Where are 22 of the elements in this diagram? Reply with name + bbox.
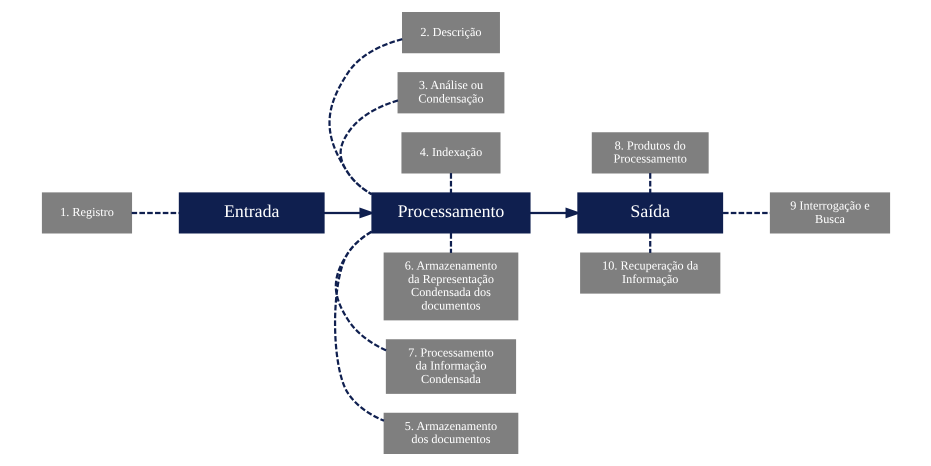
- node-box: 4. Indexação: [400, 132, 500, 174]
- node-box: 1. Registro: [41, 192, 132, 234]
- node-box: 6. Armazenamento da Representação Condensada dos documentos: [383, 252, 518, 320]
- node-box: 2. Descrição: [402, 12, 500, 54]
- connector: [334, 230, 386, 352]
- node-box: 5. Armazenamento dos documentos: [383, 412, 518, 454]
- node-box: 3. Análise ou Condensação: [397, 72, 504, 114]
- connector: [328, 38, 402, 196]
- node-box: Saída: [576, 192, 723, 234]
- connector: [722, 212, 770, 214]
- node-box: Processamento: [370, 192, 530, 234]
- connector: [131, 212, 179, 214]
- connector: [449, 173, 452, 193]
- node-box: 9 Interrogação e Busca: [769, 192, 890, 234]
- connector: [449, 233, 452, 253]
- node-box: 8. Produtos do Processamento: [591, 132, 708, 174]
- node-box: Entrada: [178, 192, 324, 234]
- node-box: 10. Recuperação da Informação: [580, 252, 720, 294]
- node-box: 7. Processamento da Informação Condensada: [385, 339, 516, 394]
- connector: [339, 99, 398, 196]
- connector: [648, 233, 651, 253]
- connector: [648, 173, 651, 193]
